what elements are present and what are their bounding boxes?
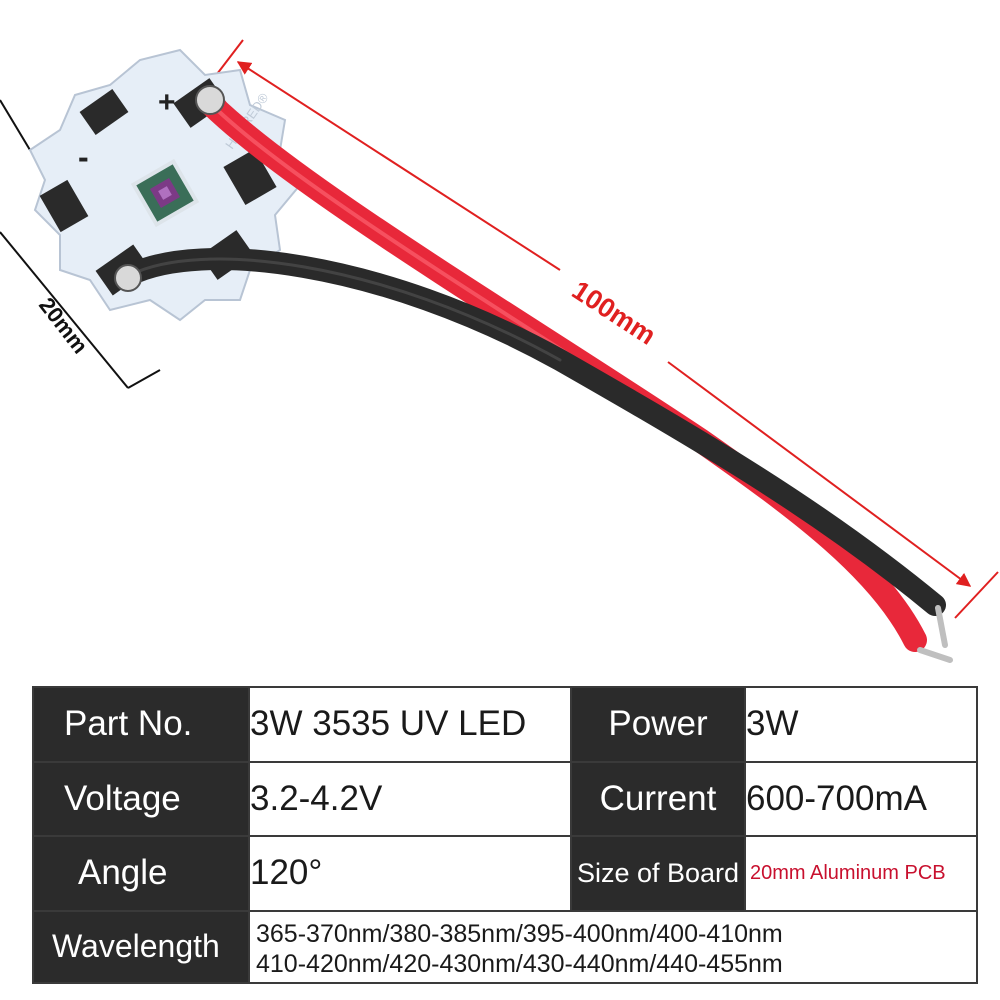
- table-row: Voltage 3.2-4.2V Current 600-700mA: [32, 760, 978, 837]
- angle-label: Angle: [32, 835, 250, 912]
- aluminum-pcb-board: + - HOTRED®: [28, 48, 302, 322]
- part-no-value: 3W 3535 UV LED: [248, 686, 572, 763]
- board-size-label: 20mm: [34, 293, 93, 359]
- table-row: Angle 120° Size of Board 20mm Aluminum P…: [32, 835, 978, 912]
- spec-table: Part No. 3W 3535 UV LED Power 3W Voltage…: [32, 686, 978, 984]
- length-label: 100mm: [567, 275, 661, 351]
- table-row: Part No. 3W 3535 UV LED Power 3W: [32, 686, 978, 763]
- minus-marking: -: [78, 139, 89, 175]
- power-value: 3W: [744, 686, 978, 763]
- black-wire: [114, 248, 948, 648]
- table-row: Wavelength 365-370nm/380-385nm/395-400nm…: [32, 909, 978, 984]
- current-label: Current: [570, 760, 746, 837]
- board-size-spec-value: 20mm Aluminum PCB: [744, 835, 978, 912]
- power-label: Power: [570, 686, 746, 763]
- product-photo: 20mm 100mm + - HOTRED®: [0, 39, 999, 663]
- wavelength-label: Wavelength: [32, 909, 250, 984]
- angle-value: 120°: [248, 835, 572, 912]
- plus-marking: +: [158, 86, 176, 119]
- length-dimension-indicator: 100mm: [187, 39, 999, 619]
- board-size-spec-label: Size of Board: [570, 835, 746, 912]
- wavelength-line-2: 410-420nm/420-430nm/430-440nm/440-455nm: [256, 949, 783, 978]
- voltage-value: 3.2-4.2V: [248, 760, 572, 837]
- part-no-label: Part No.: [32, 686, 250, 763]
- wavelength-line-1: 365-370nm/380-385nm/395-400nm/400-410nm: [256, 919, 783, 948]
- voltage-label: Voltage: [32, 760, 250, 837]
- current-value: 600-700mA: [744, 760, 978, 837]
- wavelength-value: 365-370nm/380-385nm/395-400nm/400-410nm …: [248, 909, 978, 984]
